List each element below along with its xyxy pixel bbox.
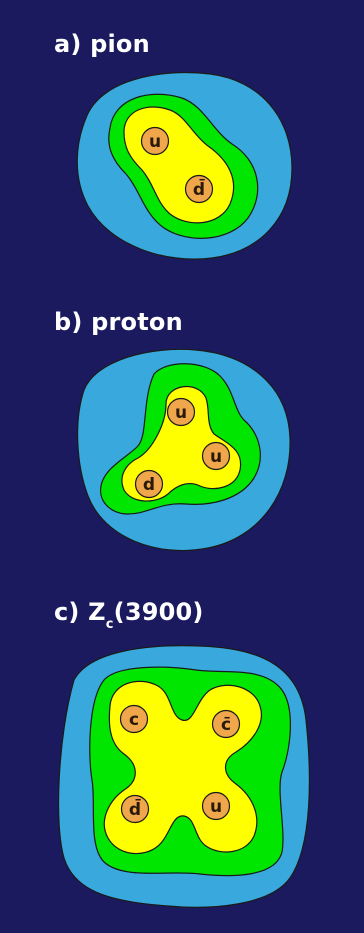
quark-label: u [175, 403, 187, 423]
quark-d: d [134, 469, 164, 499]
quark-label: d̄ [193, 178, 206, 200]
zc-label-prefix: c) Z [54, 598, 106, 626]
pion-label-text: a) pion [54, 30, 150, 58]
zc-diagram: c c̄ d̄ u [57, 645, 310, 908]
quark-c: c [119, 704, 149, 734]
quark-label: c̄ [221, 715, 231, 735]
quark-label: d̄ [129, 798, 142, 820]
quark-u-right: u [201, 441, 231, 471]
proton-diagram: u u d [77, 348, 291, 552]
proton-label: b) proton [54, 308, 183, 336]
quark-u: u [140, 126, 170, 156]
zc-label-subscript: c [105, 616, 114, 632]
quark-anti-c: c̄ [211, 709, 241, 739]
quark-anti-d: d̄ [184, 174, 214, 204]
quark-u-top: u [166, 397, 196, 427]
pion-label: a) pion [54, 30, 150, 58]
pion-diagram: u d̄ [76, 71, 293, 260]
quark-anti-d: d̄ [120, 794, 150, 824]
zc-label-suffix: (3900) [113, 598, 204, 626]
quark-label: u [149, 132, 161, 152]
quark-u: u [201, 791, 231, 821]
zc-label: c) Zc(3900) [54, 598, 204, 632]
quark-label: c [129, 710, 139, 730]
proton-label-text: b) proton [54, 308, 183, 336]
quark-label: u [210, 797, 222, 817]
quark-label: d [143, 475, 155, 495]
quark-label: u [210, 447, 222, 467]
